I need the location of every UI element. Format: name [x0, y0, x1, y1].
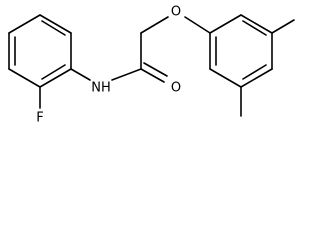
double-bond-carbonyl: [143, 62, 168, 77]
atom-fluorine: F: [36, 111, 43, 126]
bond: [39, 14, 72, 34]
atom-label-o-carbonyl: O: [171, 81, 181, 96]
bond: [240, 14, 273, 34]
bond: [240, 68, 273, 88]
structure-diagram: O O NH F: [8, 5, 295, 126]
atom-oxygen-ether: O: [171, 5, 181, 20]
double-bond-inner: [242, 20, 267, 36]
bond-carbonyl-to-o: [140, 68, 165, 83]
double-bond-inner: [41, 64, 66, 80]
bond: [209, 68, 242, 88]
bond-ring-to-n: [70, 68, 91, 81]
bond-n-to-carbonyl: [111, 68, 142, 81]
bond-o-to-ring: [184, 16, 211, 34]
atom-label-nh: NH: [91, 81, 111, 96]
bond: [39, 68, 72, 88]
methyl-bond-top: [271, 19, 295, 34]
molecule-drawing: O O NH F: [8, 5, 295, 126]
bond: [8, 68, 41, 88]
double-bond-inner: [242, 64, 267, 80]
bond: [8, 14, 41, 34]
bond: [209, 14, 242, 34]
fluorophenyl-ring: [8, 14, 72, 88]
bond-ch2-to-o: [140, 16, 169, 34]
double-bond-inner: [41, 20, 66, 36]
atom-label-f: F: [36, 111, 43, 126]
atom-label-o-ether: O: [171, 5, 181, 20]
dimethylphenyl-ring: [209, 14, 273, 88]
atom-oxygen-carbonyl: O: [171, 81, 181, 96]
atom-nitrogen: NH: [91, 81, 111, 96]
